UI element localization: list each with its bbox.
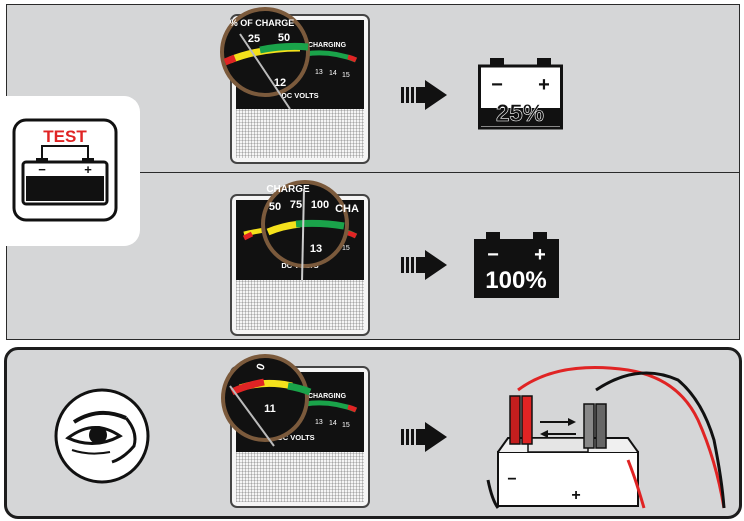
result2-minus: − bbox=[487, 244, 499, 266]
meter3-volts-11: 11 bbox=[264, 403, 276, 415]
meter2-volts-13: 13 bbox=[310, 243, 322, 255]
meter2-volts-15: 15 bbox=[342, 245, 350, 252]
meter1-volts-15: 15 bbox=[342, 72, 350, 79]
meter1-scale-text: % OF CHARGE bbox=[230, 18, 295, 28]
test-minus: − bbox=[38, 162, 46, 177]
battery-clamps-illustration: − + bbox=[486, 366, 726, 509]
test-label: TEST bbox=[43, 127, 87, 146]
result1-plus: + bbox=[538, 74, 550, 96]
voltmeter-1: CHARGING 13 14 15 DC VOLTS % OF CHARGE 2… bbox=[220, 7, 370, 164]
meter1-volts-12: 12 bbox=[274, 77, 286, 89]
meter1-volts-14: 14 bbox=[329, 70, 337, 77]
battery-25-icon: − + 25% bbox=[478, 58, 563, 130]
meter3-charging: CHARGING bbox=[308, 393, 347, 400]
meter3-dc-volts: DC VOLTS bbox=[277, 433, 314, 442]
eye-inspect-icon bbox=[54, 388, 150, 484]
meter1-tick-25: 25 bbox=[248, 33, 260, 45]
battery-test-icon: TEST − + bbox=[12, 118, 118, 222]
result1-percent: 25% bbox=[496, 100, 544, 127]
meter1-volts-13: 13 bbox=[315, 69, 323, 76]
meter1-tick-50: 50 bbox=[278, 32, 290, 44]
meter2-tick-75: 75 bbox=[290, 199, 302, 211]
result2-percent: 100% bbox=[485, 267, 546, 294]
result2-plus: + bbox=[534, 244, 546, 266]
clamps-plus: + bbox=[571, 487, 580, 504]
meter3-tick-0: 0 bbox=[254, 362, 267, 372]
arrow-right-icon bbox=[401, 422, 447, 452]
test-card: TEST − + bbox=[0, 96, 140, 246]
meter2-tick-100: 100 bbox=[311, 199, 329, 211]
meter1-charging: CHARGING bbox=[308, 42, 347, 49]
meter3-volts-15: 15 bbox=[342, 422, 350, 429]
meter2-tick-50: 50 bbox=[269, 201, 281, 213]
meter1-dc-volts: DC VOLTS bbox=[281, 91, 318, 100]
battery-100-icon: − + 100% bbox=[474, 232, 559, 298]
arrow-right-icon bbox=[401, 250, 447, 280]
meter3-volts-14: 14 bbox=[329, 420, 337, 427]
arrow-right-icon bbox=[401, 80, 447, 110]
voltmeter-3: CHARGING 13 14 15 DC VOLTS 0 11 bbox=[221, 354, 370, 508]
meter2-charge-tail: CHA bbox=[335, 203, 359, 215]
voltmeter-2: 15 DC VOLTS CHARGE 50 75 100 CHA 13 bbox=[230, 180, 370, 336]
meter2-scale-text: CHARGE bbox=[266, 184, 310, 195]
test-plus: + bbox=[84, 162, 92, 177]
clamps-minus: − bbox=[507, 471, 516, 488]
result1-minus: − bbox=[491, 74, 503, 96]
meter3-volts-13: 13 bbox=[315, 419, 323, 426]
